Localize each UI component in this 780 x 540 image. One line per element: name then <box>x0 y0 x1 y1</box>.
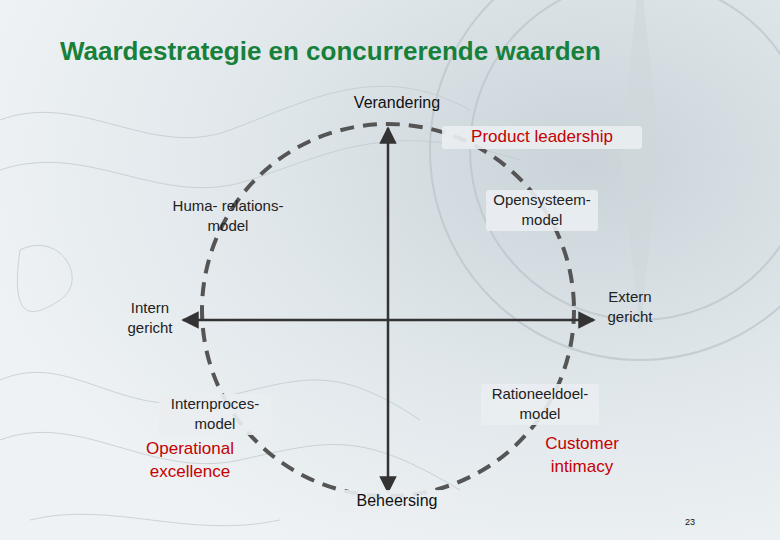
model-label: Rationeeldoel- model <box>481 384 599 425</box>
axis-label: Intern gericht <box>114 298 186 339</box>
slide-title: Waardestrategie en concurrerende waarden <box>60 34 601 69</box>
axis-label: Verandering <box>332 92 462 114</box>
axis-label: Extern gericht <box>594 287 666 328</box>
horizontal-axis <box>183 319 594 322</box>
model-label: Huma- relations- model <box>161 196 296 237</box>
axis-label: Beheersing <box>337 490 457 512</box>
strategy-label: Product leadership <box>442 126 642 149</box>
vertical-axis <box>387 128 390 492</box>
strategy-label: Operational excellence <box>128 438 253 484</box>
model-label: Opensysteem- model <box>486 190 598 231</box>
page-number: 23 <box>675 516 705 528</box>
strategy-label: Customer intimacy <box>532 433 632 479</box>
model-label: Internproces- model <box>159 394 271 435</box>
dashed-circle <box>202 124 574 496</box>
